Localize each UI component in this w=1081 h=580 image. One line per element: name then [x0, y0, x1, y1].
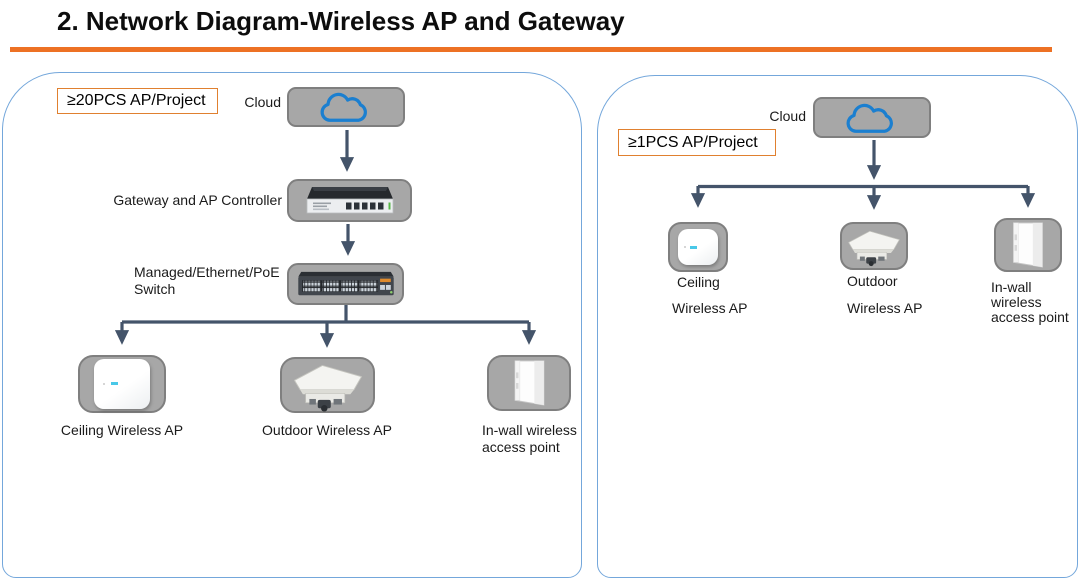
outdoor-ap-label-line2: Wireless AP: [847, 300, 923, 316]
outdoor-ap-label-left: Outdoor Wireless AP: [262, 422, 392, 438]
cloud-node-left: [287, 87, 405, 127]
gateway-node: [287, 179, 412, 222]
inwall-ap-icon: [1013, 222, 1043, 268]
ceiling-ap-label-line2: Wireless AP: [672, 300, 748, 316]
ceiling-ap-node-right: [668, 222, 728, 272]
cloud-icon: [320, 92, 367, 122]
left-project-badge: ≥20PCS AP/Project: [57, 88, 218, 114]
left-panel: [2, 72, 582, 578]
cloud-label-right: Cloud: [769, 108, 806, 124]
switch-node: [287, 263, 404, 305]
ap-led: [110, 382, 118, 385]
ap-led: [690, 245, 697, 249]
cloud-node-right: [813, 97, 931, 138]
inwall-ap-icon: [514, 360, 544, 406]
inwall-ap-label-right: In-wall wireless access point: [991, 279, 1069, 325]
outdoor-ap-icon: [293, 364, 362, 412]
gateway-label: Gateway and AP Controller: [113, 192, 282, 208]
title-underline: [10, 47, 1052, 52]
switch-label: Managed/Ethernet/PoE Switch: [134, 264, 280, 297]
ceiling-ap-icon: [678, 229, 718, 265]
page-title: 2. Network Diagram-Wireless AP and Gatew…: [57, 6, 625, 36]
inwall-ap-label-left: In-wall wireless access point: [482, 422, 577, 455]
outdoor-ap-icon: [848, 230, 900, 267]
gateway-router-icon: [306, 186, 393, 213]
ceiling-ap-label-left: Ceiling Wireless AP: [60, 422, 184, 438]
right-project-badge: ≥1PCS AP/Project: [618, 129, 776, 156]
ceiling-ap-node-left: [78, 355, 166, 413]
ap-status-dot: [684, 246, 687, 249]
poe-switch-icon: [297, 271, 394, 295]
inwall-ap-node-left: [487, 355, 571, 411]
outdoor-ap-label-line1: Outdoor: [847, 273, 898, 289]
inwall-ap-node-right: [994, 218, 1062, 272]
cloud-label-left: Cloud: [244, 94, 281, 110]
ceiling-ap-icon: [94, 359, 150, 409]
cloud-icon: [846, 103, 893, 133]
outdoor-ap-node-left: [280, 357, 375, 413]
ceiling-ap-label-line1: Ceiling: [677, 274, 720, 290]
right-panel: [597, 75, 1078, 578]
ap-status-dot: [102, 383, 105, 385]
outdoor-ap-node-right: [840, 222, 908, 270]
